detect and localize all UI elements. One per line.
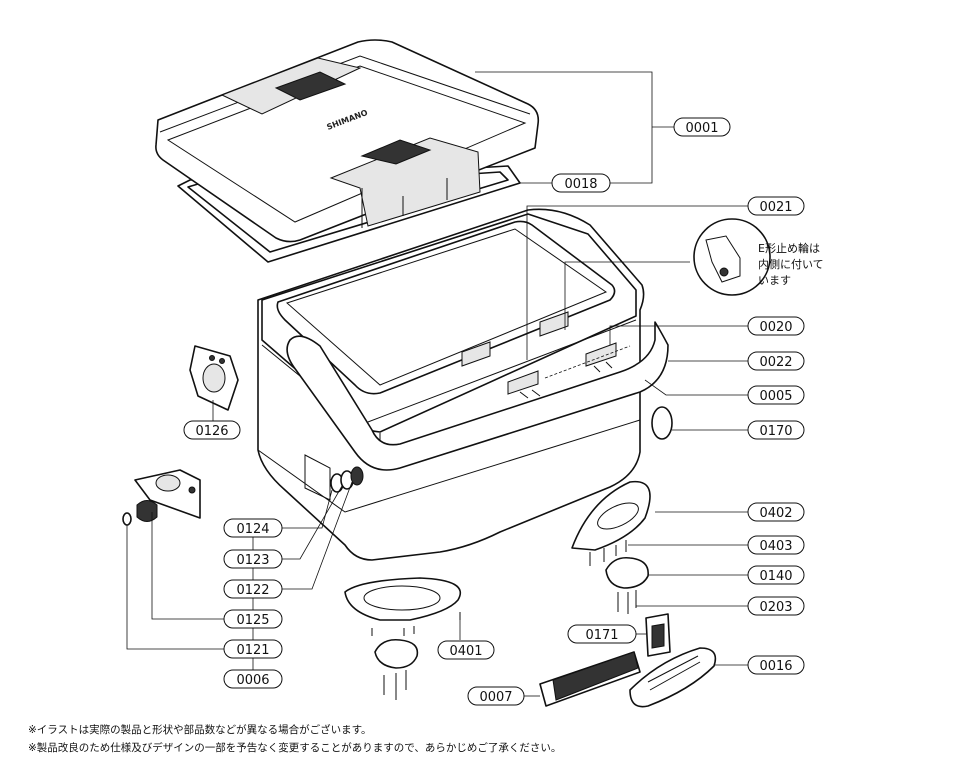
part-number: 0126 xyxy=(195,424,228,439)
part-label-0403: 0403 xyxy=(747,535,805,555)
lid-drawing: SHIMANO xyxy=(155,39,540,243)
part-label-0020: 0020 xyxy=(747,316,805,336)
part-number: 0021 xyxy=(759,200,792,215)
part-label-0122: 0122 xyxy=(223,579,283,599)
part-number: 0401 xyxy=(449,644,482,659)
part-number: 0020 xyxy=(759,320,792,335)
callout-line-3: います xyxy=(758,274,791,287)
part-label-0203: 0203 xyxy=(747,596,805,616)
part-number: 0170 xyxy=(759,424,792,439)
part-number: 0016 xyxy=(759,659,792,674)
callout-line-2: 内側に付いて xyxy=(758,257,824,271)
part-label-0125: 0125 xyxy=(223,609,283,629)
e-ring-callout: E形止め輪は 内側に付いて います xyxy=(693,218,824,296)
part-label-0006: 0006 xyxy=(223,669,283,689)
part-label-0402: 0402 xyxy=(747,502,805,522)
grip-drawing xyxy=(629,647,717,708)
part-number: 0022 xyxy=(759,355,792,370)
part-label-0021: 0021 xyxy=(747,196,805,216)
part-label-0007: 0007 xyxy=(467,686,525,706)
part-number: 0140 xyxy=(759,569,792,584)
part-number: 0171 xyxy=(585,628,618,643)
part-label-0005: 0005 xyxy=(747,385,805,405)
part-number: 0001 xyxy=(685,121,718,136)
part-number: 0125 xyxy=(236,613,269,628)
part-label-0022: 0022 xyxy=(747,351,805,371)
part-label-0121: 0121 xyxy=(223,639,283,659)
drain-plate-drawing xyxy=(189,345,239,411)
part-label-0171: 0171 xyxy=(567,624,637,644)
foot-drawing-0401 xyxy=(344,577,461,700)
foot-drawing-0402 xyxy=(571,480,651,614)
handle-clip-drawing xyxy=(645,613,671,657)
part-number: 0121 xyxy=(236,643,269,658)
part-label-0123: 0123 xyxy=(223,549,283,569)
footnote-1: ※イラストは実際の製品と形状や部品数などが異なる場合がございます。 xyxy=(28,723,372,736)
part-label-0401: 0401 xyxy=(437,640,495,660)
part-number: 0005 xyxy=(759,389,792,404)
part-number: 0122 xyxy=(236,583,269,598)
part-number: 0007 xyxy=(479,690,512,705)
part-number: 0203 xyxy=(759,600,792,615)
part-number: 0018 xyxy=(564,177,597,192)
part-label-0001: 0001 xyxy=(673,117,731,137)
part-label-0018: 0018 xyxy=(551,173,611,193)
part-label-0124: 0124 xyxy=(223,518,283,538)
footnote-2: ※製品改良のため仕様及びデザインの一部を予告なく変更することがありますので、あら… xyxy=(28,741,561,754)
part-label-0016: 0016 xyxy=(747,655,805,675)
part-number: 0402 xyxy=(759,506,792,521)
part-number: 0403 xyxy=(759,539,792,554)
part-number: 0006 xyxy=(236,673,269,688)
part-number: 0123 xyxy=(236,553,269,568)
cushion-pad-drawing xyxy=(539,651,641,707)
callout-line-1: E形止め輪は xyxy=(758,241,820,255)
part-number: 0124 xyxy=(236,522,269,537)
part-label-0140: 0140 xyxy=(747,565,805,585)
part-label-0126: 0126 xyxy=(183,420,241,440)
part-label-0170: 0170 xyxy=(747,420,805,440)
leader-lines xyxy=(126,71,748,697)
